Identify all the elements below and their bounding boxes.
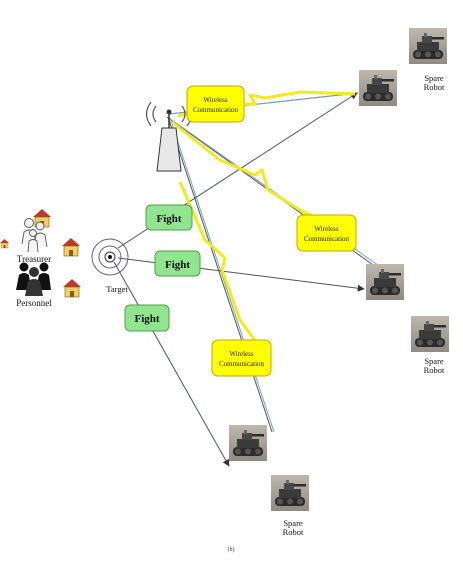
spare-robot-bottom-line2: Robot — [283, 527, 304, 537]
house-icon-bottom — [63, 279, 81, 297]
wireless-label-mid-line2: Communication — [304, 235, 350, 243]
target-label: Target — [106, 284, 128, 294]
wireless-box-top: Wireless Communication — [187, 86, 244, 122]
fight-label-bottom: Fight — [134, 313, 159, 325]
robot-icon-mid — [366, 264, 404, 300]
spare-robot-right-line2: Robot — [424, 365, 445, 375]
spare-robot-top-line2: Robot — [424, 82, 445, 92]
house-icon-small — [0, 239, 9, 248]
fight-label-mid: Fight — [165, 259, 190, 271]
fight-box-mid: Fight — [155, 251, 200, 276]
person-icon-treasurer — [22, 219, 47, 253]
fight-box-bottom: Fight — [125, 305, 169, 331]
wireless-label-mid-line1: Wireless — [314, 225, 338, 233]
person-icon-personnel — [16, 263, 51, 297]
treasurer-label: Treasurer — [17, 254, 51, 264]
personnel-label: Personnel — [16, 298, 52, 308]
robot-icon-bottom — [229, 425, 267, 461]
wireless-box-mid: Wireless Communication — [297, 215, 356, 251]
wireless-label-bottom-line2: Communication — [219, 360, 265, 368]
target-icon — [92, 239, 128, 275]
wireless-box-bottom: Wireless Communication — [212, 340, 271, 376]
fight-box-top: Fight — [146, 205, 192, 230]
radio-tower-icon — [147, 102, 192, 171]
fight-label-top: Fight — [156, 213, 181, 225]
robot-icon-top — [359, 70, 397, 106]
wireless-label-top-line1: Wireless — [203, 96, 227, 104]
wireless-label-bottom-line1: Wireless — [229, 350, 253, 358]
robot-icon-spare-top — [409, 28, 447, 64]
robot-icon-spare-bottom — [271, 475, 309, 511]
wireless-label-top-line2: Communication — [193, 106, 239, 114]
figure-caption: (b) — [228, 546, 235, 553]
robot-icon-spare-right — [411, 316, 449, 352]
house-icon-mid — [62, 238, 80, 256]
